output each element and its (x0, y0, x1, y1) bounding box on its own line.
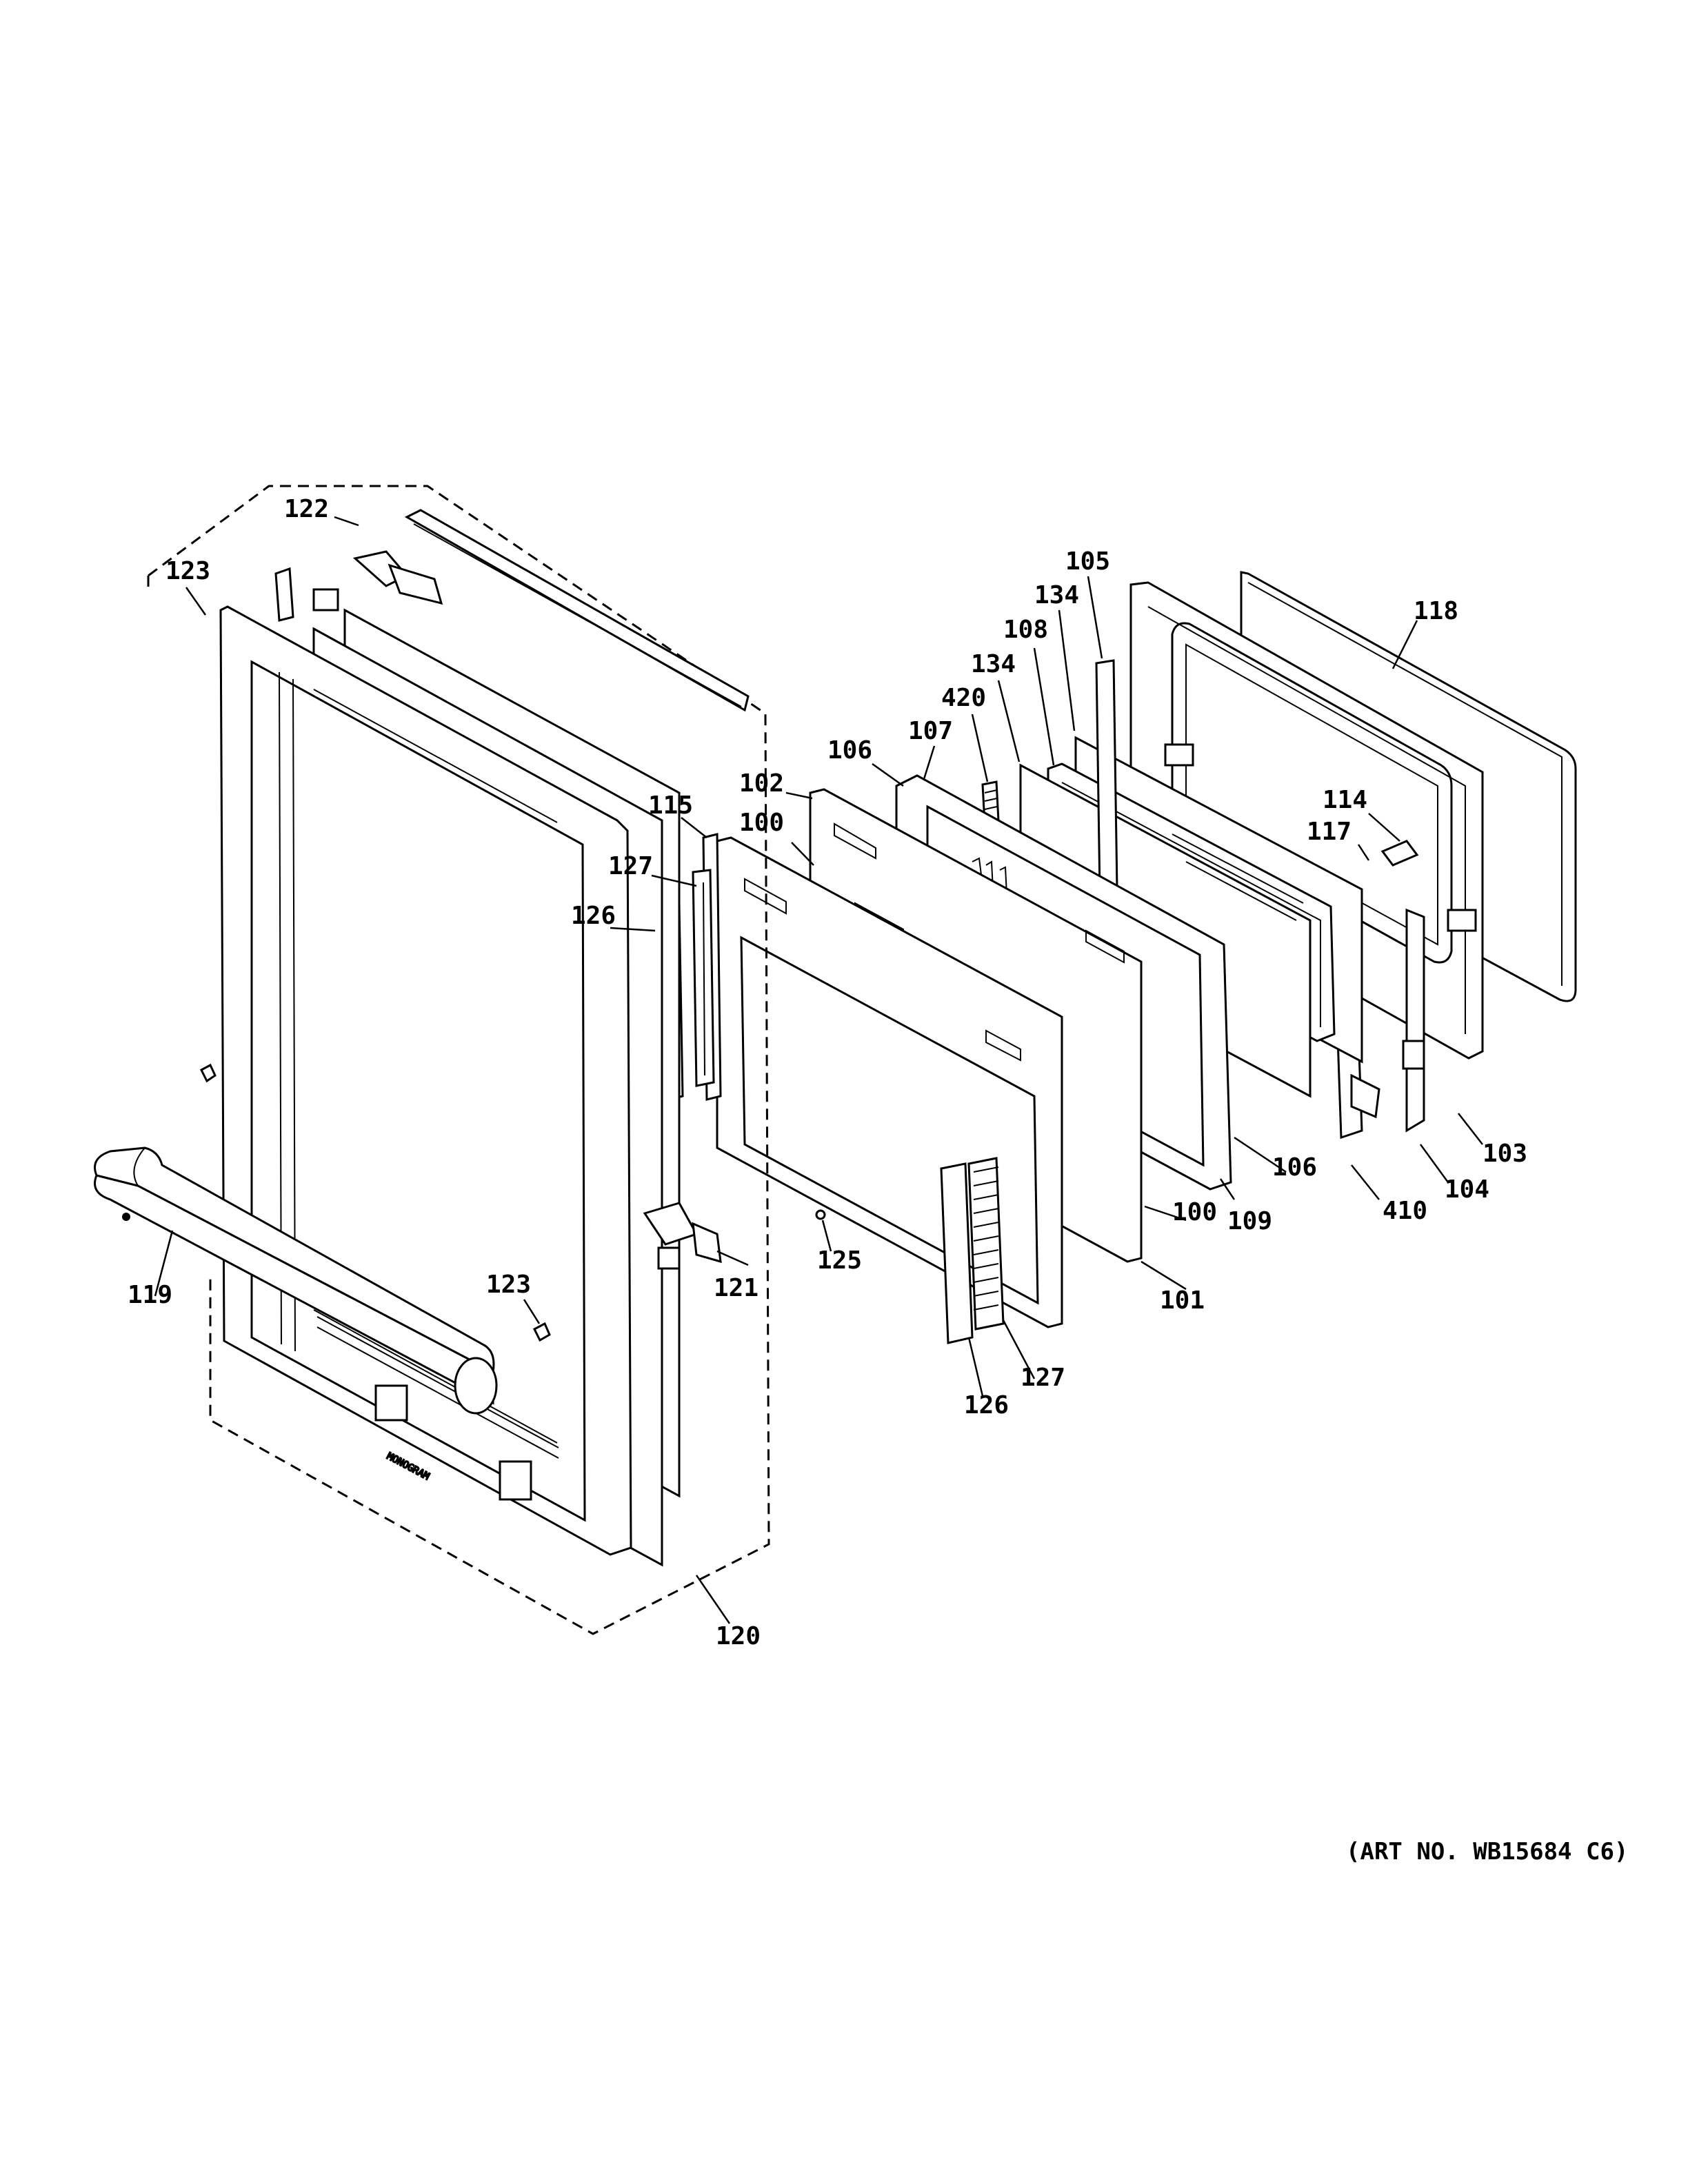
callout-122: 122 (284, 495, 329, 523)
screw-123-left (200, 1063, 217, 1083)
callout-126-left: 126 (571, 902, 616, 930)
callout-119: 119 (128, 1281, 172, 1309)
callout-123-right: 123 (486, 1271, 531, 1299)
callout-127-left: 127 (608, 852, 653, 880)
callout-100-top: 100 (739, 809, 784, 837)
side-strip-127-right (967, 1157, 1005, 1331)
callout-115: 115 (648, 791, 693, 820)
callout-134-top: 134 (1034, 581, 1079, 609)
callout-121: 121 (714, 1274, 758, 1302)
callout-125: 125 (817, 1246, 862, 1275)
callout-100-bottom: 100 (1172, 1198, 1217, 1226)
callout-103: 103 (1483, 1140, 1527, 1168)
hinge-block-122 (312, 550, 443, 611)
callout-114: 114 (1323, 786, 1367, 814)
top-trim-rail (404, 509, 750, 712)
callout-102: 102 (739, 769, 784, 798)
callout-120: 120 (716, 1622, 761, 1650)
callout-104: 104 (1445, 1175, 1489, 1204)
leader-lines (154, 516, 1483, 1624)
screw-123-right (533, 1322, 551, 1342)
assembly-boundary-120 (148, 485, 770, 1635)
door-handle-119 (94, 1146, 498, 1415)
callout-127-right: 127 (1021, 1364, 1065, 1392)
inner-door-frame-103 (1129, 581, 1484, 1060)
callout-126-right: 126 (964, 1391, 1009, 1419)
handle-end-dot (122, 1213, 130, 1221)
brand-logo-text: MONOGRAM (385, 1450, 431, 1482)
callout-108: 108 (1003, 616, 1048, 644)
callout-117: 117 (1307, 818, 1352, 846)
callout-410: 410 (1383, 1197, 1427, 1225)
callout-106-top: 106 (827, 736, 872, 765)
hinge-block-121 (643, 1202, 722, 1270)
side-strip-127-left (692, 869, 715, 1087)
callout-labels: 105 134 108 134 420 107 106 102 115 100 … (128, 495, 1527, 1650)
side-strip-126-right (940, 1162, 974, 1344)
callout-420: 420 (941, 684, 986, 712)
hinge-bracket-104 (1380, 840, 1425, 1133)
callout-106-bottom: 106 (1272, 1153, 1317, 1182)
callout-134-mid: 134 (971, 650, 1016, 678)
trim-strip-105 (1095, 659, 1118, 894)
screw-125 (815, 1209, 826, 1220)
callout-123-left: 123 (165, 557, 210, 585)
outer-door-frame (219, 567, 632, 1556)
callout-118: 118 (1414, 597, 1458, 625)
callout-107: 107 (908, 717, 953, 745)
art-number-label: (ART NO. WB15684 C6) (1346, 1838, 1628, 1866)
callout-101: 101 (1160, 1286, 1205, 1315)
callout-105: 105 (1065, 547, 1110, 576)
callout-109: 109 (1227, 1207, 1272, 1235)
